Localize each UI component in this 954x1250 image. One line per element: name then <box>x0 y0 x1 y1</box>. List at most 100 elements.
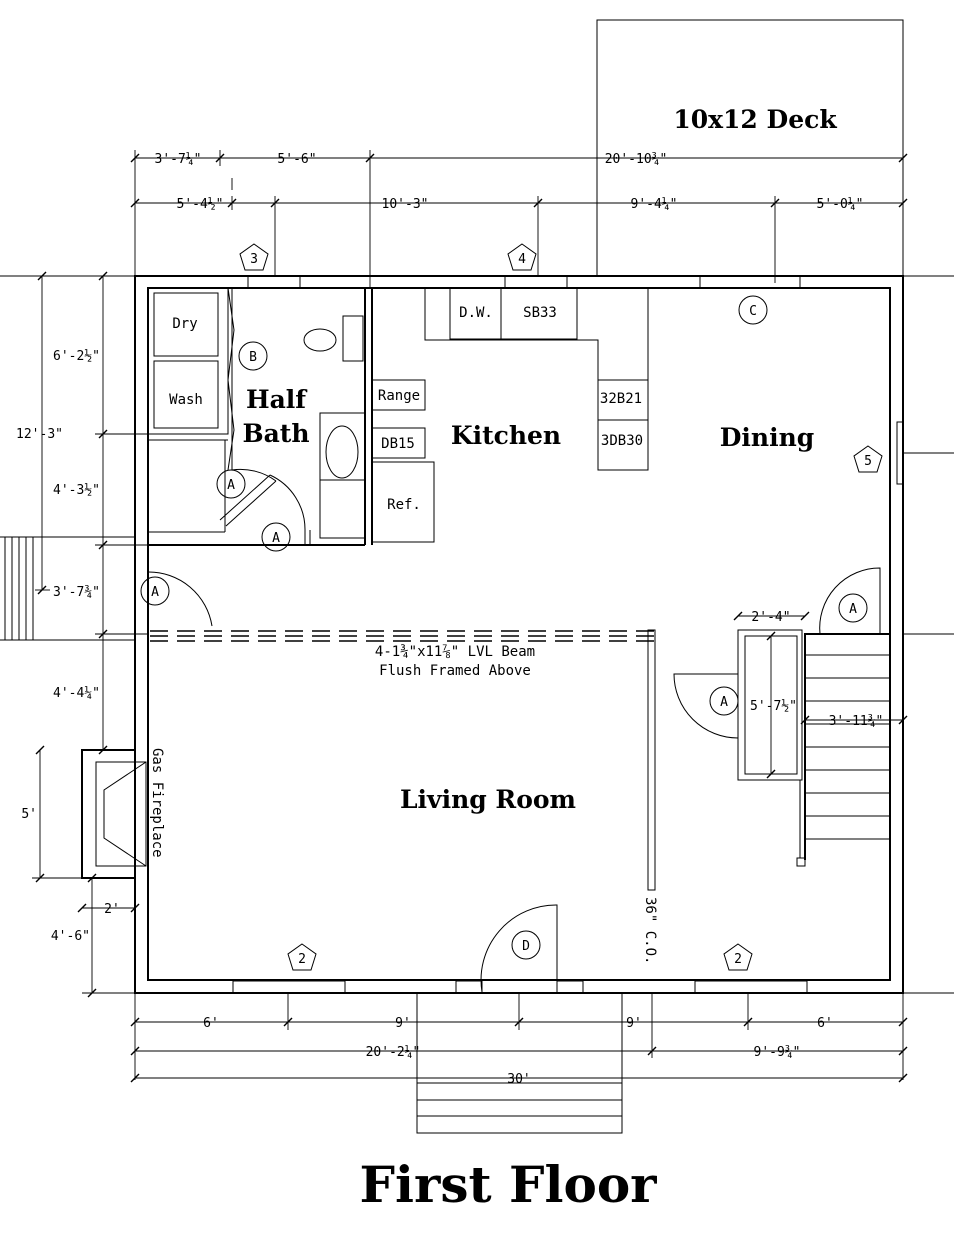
dimension-tick <box>35 873 45 883</box>
dimension-tick <box>87 988 97 998</box>
dimension-tick <box>800 715 810 725</box>
dim-left-3: 3'-7¾" <box>53 585 100 600</box>
cased-opening-label: 36" C.O. <box>642 897 658 964</box>
kitchen-label: Kitchen <box>451 421 561 450</box>
dimension-tick <box>98 540 108 550</box>
dimension-tick <box>743 1017 753 1027</box>
dim-left-12: 12'-3" <box>16 427 63 442</box>
dim-top2-b: 10'-3" <box>382 197 429 212</box>
dimension-tick <box>130 153 140 163</box>
door-tag-d: D <box>522 939 530 954</box>
half-bath-label-2: Bath <box>242 419 309 448</box>
dimension-tick <box>270 198 280 208</box>
dimension-tick <box>800 611 810 621</box>
dim-fp-4: 4'-6" <box>51 929 90 944</box>
dim-stair-a: 5'-7½" <box>750 699 797 714</box>
dim-fp-2: 2' <box>104 902 120 917</box>
dimension-tick <box>733 611 743 621</box>
dimension-tick <box>87 873 97 883</box>
dim-bot3: 30' <box>507 1072 530 1087</box>
db15-label: DB15 <box>381 436 415 452</box>
door-tag-b: B <box>249 350 257 365</box>
dimension-tick <box>215 153 225 163</box>
dim-bot1-a: 6' <box>203 1016 219 1031</box>
dim-bot1-d: 6' <box>817 1016 833 1031</box>
deck-outline <box>596 19 904 275</box>
dimension-tick <box>130 903 140 913</box>
dimension-tick <box>898 1046 908 1056</box>
deck-label: 10x12 Deck <box>673 105 837 134</box>
dimension-tick <box>898 715 908 725</box>
beam-label-2: Flush Framed Above <box>379 663 531 679</box>
dim-top2-d: 5'-0¼" <box>817 197 864 212</box>
dimension-ticks <box>35 153 908 1083</box>
dim-top2-c: 9'-4¼" <box>631 197 678 212</box>
fireplace-label: Gas Fireplace <box>149 748 165 858</box>
sink <box>303 328 337 352</box>
dimension-tick <box>898 1017 908 1027</box>
dimension-tick <box>98 429 108 439</box>
toilet <box>325 425 359 479</box>
dimension-tick <box>130 1046 140 1056</box>
doors <box>147 571 558 993</box>
door-tag-c: C <box>749 304 757 319</box>
tag-symbols: B A A A A A C D 3 4 5 2 2 <box>140 243 883 971</box>
dimension-tick <box>130 198 140 208</box>
dim-left-4b: 4'-4¼" <box>53 686 100 701</box>
dimension-tick <box>898 153 908 163</box>
cased-opening-wall <box>647 629 656 891</box>
door-tag-a1: A <box>227 478 235 493</box>
dimension-tick <box>77 903 87 913</box>
window-tag-4: 4 <box>518 252 526 267</box>
window-tag-5: 5 <box>864 454 872 469</box>
dimension-tick <box>766 769 776 779</box>
ref-label: Ref. <box>387 497 421 513</box>
dining-label: Dining <box>720 423 815 452</box>
door-tag-a4: A <box>849 602 857 617</box>
dimension-tick <box>98 629 108 639</box>
dimension-tick <box>37 271 47 281</box>
dim-top1-b: 5'-6" <box>277 152 316 167</box>
dishwasher-label: D.W. <box>459 305 493 321</box>
dimension-tick <box>130 1073 140 1083</box>
dim-top1-a: 3'-7¼" <box>155 152 202 167</box>
door-tag-a3: A <box>151 585 159 600</box>
door-tag-a2: A <box>272 531 280 546</box>
side-porch <box>0 536 135 641</box>
dim-stair-w: 2'-4" <box>751 610 790 625</box>
living-room-label: Living Room <box>400 785 576 814</box>
window-tag-3: 3 <box>250 252 258 267</box>
dim-left-6: 6'-2½" <box>53 349 100 364</box>
dimension-tick <box>898 198 908 208</box>
front-porch <box>416 992 623 1134</box>
dimension-tick <box>130 1017 140 1027</box>
dimension-tick <box>770 198 780 208</box>
lvl-beam <box>150 630 654 642</box>
sb33-label: SB33 <box>523 305 557 321</box>
half-bath-label-1: Half <box>246 385 308 414</box>
window-tag-2b: 2 <box>734 952 742 967</box>
dim-bot2-b: 9'-9¾" <box>754 1045 801 1060</box>
windows <box>232 275 808 994</box>
dim-stair-b: 3'-11¾" <box>829 714 884 729</box>
dimension-tick <box>647 1046 657 1056</box>
dim-top1-c: 20'-10¾" <box>605 152 668 167</box>
window-tag-2a: 2 <box>298 952 306 967</box>
door-tag-a5: A <box>720 695 728 710</box>
dim-top2-a: 5'-4½" <box>177 197 224 212</box>
b21-label: 32B21 <box>600 391 642 407</box>
fireplace-bumpout <box>81 749 147 879</box>
dimension-tick <box>533 198 543 208</box>
half-bath-walls <box>147 287 373 546</box>
beam-label-1: 4-1¾"x11⅞" LVL Beam <box>375 644 535 660</box>
dimension-tick <box>766 631 776 641</box>
range-label: Range <box>378 388 420 404</box>
dimension-tick <box>365 153 375 163</box>
dimension-tick <box>227 198 237 208</box>
dimension-tick <box>98 271 108 281</box>
dim-left-4a: 4'-3½" <box>53 483 100 498</box>
page-title: First Floor <box>359 1155 657 1214</box>
dimension-tick <box>514 1017 524 1027</box>
dim-bot2-a: 20'-2¼" <box>366 1045 421 1060</box>
